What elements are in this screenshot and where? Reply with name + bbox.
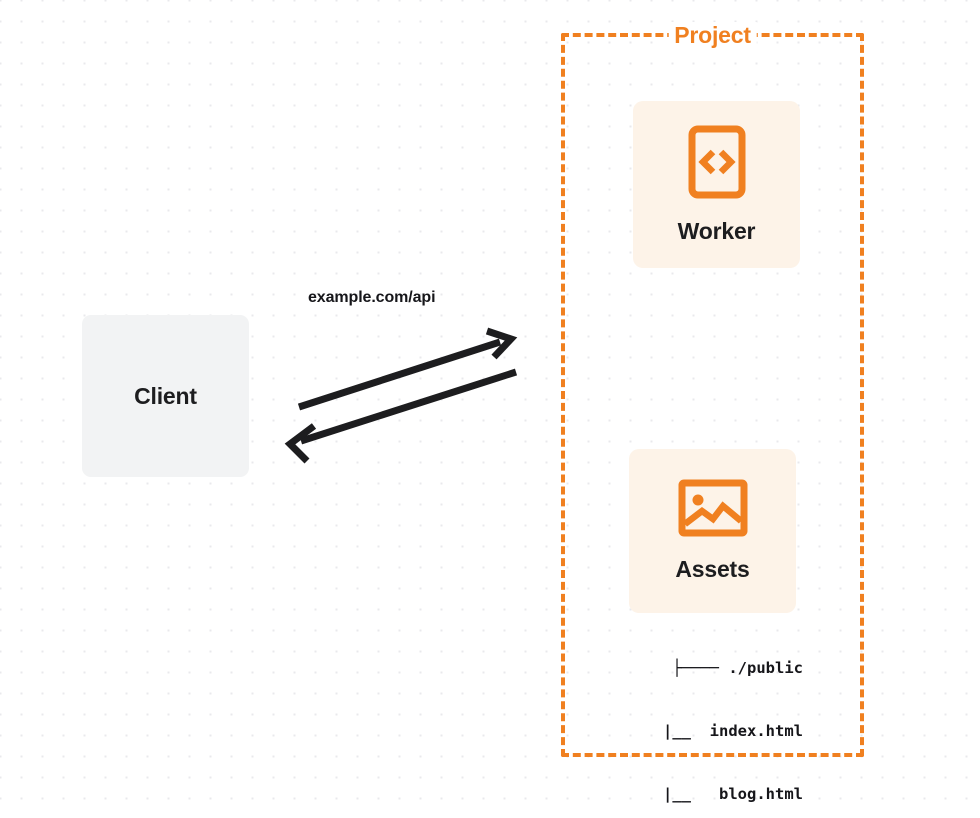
client-node-label: Client (134, 382, 197, 409)
project-title: Project (668, 22, 757, 49)
client-node[interactable]: Client (82, 315, 249, 477)
project-container: Project (561, 22, 864, 757)
assets-node[interactable]: Assets (629, 449, 796, 613)
code-brackets-icon (688, 125, 746, 204)
file-tree-row: |__ index.html (635, 722, 803, 740)
edge-label-example-api: example.com/api (308, 289, 436, 306)
image-picture-icon (678, 479, 748, 542)
file-tree-row: |__ blog.html (635, 785, 803, 803)
worker-node-label: Worker (677, 217, 756, 244)
assets-file-tree: ├──── ./public |__ index.html |__ blog.h… (603, 616, 803, 818)
worker-node[interactable]: Worker (633, 101, 800, 268)
file-tree-row: ├──── ./public (672, 659, 803, 677)
response-arrow (284, 368, 518, 464)
assets-node-label: Assets (675, 556, 750, 582)
request-arrow (297, 327, 518, 411)
